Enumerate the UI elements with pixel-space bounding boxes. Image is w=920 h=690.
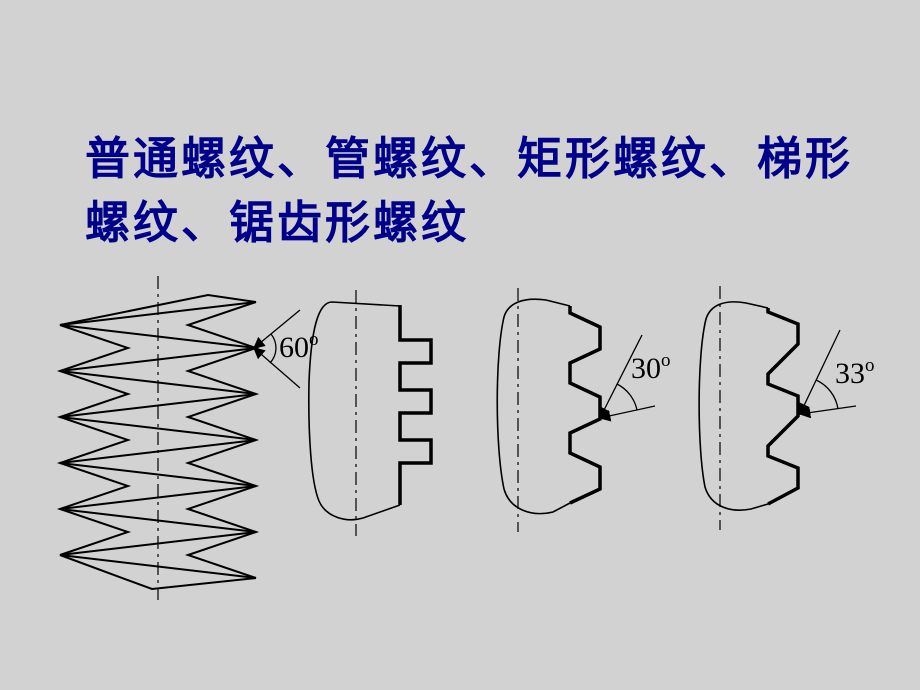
trapezoid-thread-profile xyxy=(568,306,602,505)
angle-arc-icon xyxy=(616,383,638,411)
angle-label-33: 33o xyxy=(835,355,875,390)
angle-leader-line xyxy=(598,405,656,422)
angle-leader-line xyxy=(253,347,301,389)
title-line-1: 普通螺纹、管螺纹、矩形螺纹、梯形 xyxy=(85,134,854,184)
buttress-thread-profile xyxy=(766,308,800,506)
v-thread-bottom-closure xyxy=(59,554,257,591)
v-thread-left-edge xyxy=(56,324,132,556)
angle-arc-icon xyxy=(269,333,277,364)
title-line-2: 螺纹、锯齿形螺纹 xyxy=(85,197,470,248)
square-thread-body-outline xyxy=(308,301,401,521)
v-thread-diagram: 60o xyxy=(56,276,319,600)
angle-leader-line xyxy=(798,405,857,419)
angle-label-60: 60o xyxy=(279,329,319,364)
buttress-thread-body-outline xyxy=(698,301,769,511)
angle-leader-line xyxy=(599,334,643,420)
trapezoidal-thread-diagram: 30o xyxy=(496,288,671,532)
buttress-thread-diagram: 33o xyxy=(698,286,875,530)
v-thread-top-closure xyxy=(59,293,257,326)
angle-leader-line xyxy=(252,309,301,349)
square-thread-diagram xyxy=(308,290,433,536)
slide-title: 普通螺纹、管螺纹、矩形螺纹、梯形 螺纹、锯齿形螺纹 xyxy=(85,128,853,256)
angle-leader-line xyxy=(799,329,841,416)
trapezoid-thread-body-outline xyxy=(496,298,571,515)
square-thread-profile xyxy=(398,305,433,505)
angle-arc-icon xyxy=(815,379,839,410)
angle-label-30: 30o xyxy=(631,350,671,385)
